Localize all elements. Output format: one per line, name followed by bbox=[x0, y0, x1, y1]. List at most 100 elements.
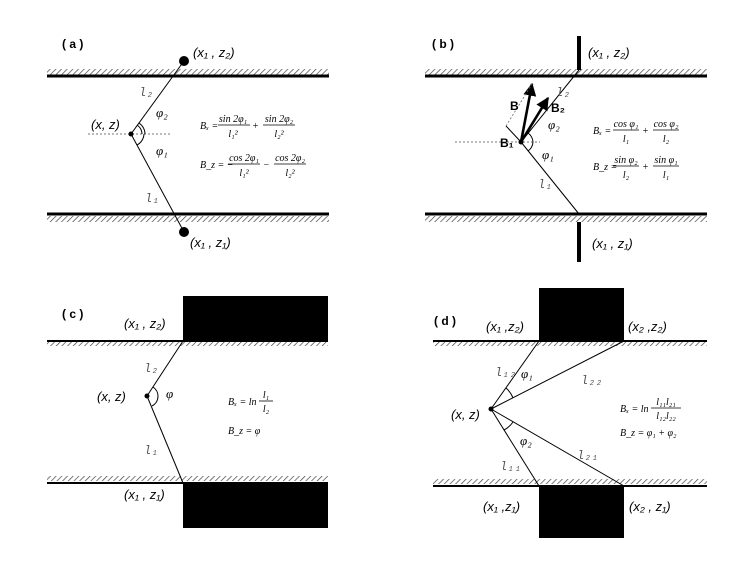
panel-a-eq1-num1: sin 2φ₁ bbox=[219, 114, 247, 125]
panel-b-eq2-op: + bbox=[642, 162, 649, 173]
panel-b-label-B: B bbox=[510, 99, 519, 113]
panel-c-label-top-point: (x₁ , z₂) bbox=[124, 316, 166, 331]
panel-b-eq1-den1: l₁ bbox=[623, 134, 629, 145]
panel-c-label-l1: l₁ bbox=[144, 444, 158, 458]
panel-d-eq1-num: l₁₁l₂₁ bbox=[656, 397, 675, 408]
panel-a-eq1-num2: sin 2φ₂ bbox=[265, 114, 294, 125]
panel-a-point-xz bbox=[128, 131, 134, 137]
panel-b-eq1-lhs: Bₓ = bbox=[593, 126, 611, 137]
panel-a-top-boundary-hatch bbox=[47, 69, 329, 75]
panel-b-parallelogram-dashed bbox=[505, 83, 533, 127]
panel-b-eq2-num2: sin φ₁ bbox=[654, 155, 677, 166]
panel-b-label: ( b ) bbox=[432, 37, 454, 51]
panel-a-label-phi2: φ₂ bbox=[156, 105, 168, 120]
panel-a-point-bottom bbox=[179, 227, 189, 237]
panel-d-label: ( d ) bbox=[434, 314, 456, 328]
panel-a-eq2-num2: cos 2φ₂ bbox=[275, 153, 305, 164]
panel-b-top-boundary-hatch bbox=[425, 69, 707, 75]
panel-b-line-l1 bbox=[520, 141, 580, 215]
panel-c-eq1-lhs: Bₓ = ln bbox=[228, 397, 256, 408]
panel-b-angle-arc-top bbox=[527, 132, 534, 143]
panel-c-block-top bbox=[183, 296, 328, 341]
panel-a-eq1-op: + bbox=[252, 121, 259, 132]
panel-b-eq2-den1: l₂ bbox=[623, 170, 630, 181]
panel-b-eq1-num1: cos φ₁ bbox=[614, 119, 639, 130]
panel-c-eq1-den: l₂ bbox=[263, 404, 270, 415]
panel-d-bottom-boundary-hatch bbox=[433, 479, 707, 484]
panel-a-line-l1 bbox=[130, 133, 185, 233]
panel-a-angle-arc-bottom bbox=[136, 133, 145, 146]
panel-d-block-bottom bbox=[539, 486, 624, 538]
panel-b-eq2-lhs: B_z = bbox=[593, 162, 617, 173]
panel-d-label-l12: l₁₂ bbox=[495, 366, 517, 380]
panel-d-line-l21 bbox=[490, 408, 625, 487]
panel-b-eq2-num1: sin φ₂ bbox=[614, 155, 638, 166]
panel-b-bottom-boundary-hatch bbox=[425, 216, 707, 222]
panel-a-angle-arc-top-inner bbox=[136, 124, 143, 135]
panel-b-line-l2 bbox=[520, 69, 580, 143]
panel-a-eq2-num1: cos 2φ₁ bbox=[229, 153, 259, 164]
panel-b-eq1-op: + bbox=[642, 126, 649, 137]
panel-a-point-top bbox=[179, 56, 189, 66]
panel-c-label-l2: l₂ bbox=[144, 362, 158, 376]
panel-b-label-phi2: φ₂ bbox=[548, 117, 560, 132]
panel-d: ( d ) (x₁ ,z₂) (x₂ ,z₂) (x, z) (x₁ ,z₁) … bbox=[433, 288, 707, 538]
panel-a-eq2-lhs: B_z = − bbox=[200, 160, 234, 171]
panel-b-eq1-den2: l₂ bbox=[663, 134, 670, 145]
panel-d-label-xz: (x, z) bbox=[451, 407, 480, 422]
panel-c-label-phi: φ bbox=[166, 386, 173, 401]
panel-d-eq1-lhs: Bₓ = ln bbox=[620, 404, 648, 415]
panel-b: ( b ) (x₁ , z₂) (x₁ , z₁) l₂ l₁ φ₂ φ₁ B … bbox=[425, 36, 707, 262]
panel-c-point-xz bbox=[144, 393, 150, 399]
panel-a-label-phi1: φ₁ bbox=[156, 143, 168, 158]
panel-b-label-B2: B₂ bbox=[551, 101, 565, 115]
panel-a-bottom-boundary-hatch bbox=[47, 216, 329, 222]
panel-d-label-phi1: φ₁ bbox=[521, 366, 533, 381]
panel-b-label-B1: B₁ bbox=[500, 136, 514, 150]
panel-b-vector-B2 bbox=[519, 96, 550, 143]
panel-c-eq1-num: l₁ bbox=[263, 390, 269, 401]
panel-c-line-l1 bbox=[146, 395, 184, 484]
panel-a-label-xz: (x, z) bbox=[91, 117, 120, 132]
panel-a-label-bottom-point: (x₁ , z₁) bbox=[190, 235, 231, 250]
panel-a-eq2-op: − bbox=[263, 160, 270, 171]
panel-c-eq2: B_z = φ bbox=[228, 426, 261, 437]
panel-d-line-l12 bbox=[490, 340, 540, 410]
panel-b-label-bottom-point: (x₁ , z₁) bbox=[592, 236, 633, 251]
panel-b-vector-B1 bbox=[505, 125, 522, 143]
panel-d-label-br-point: (x₂ , z₁) bbox=[629, 499, 671, 514]
panel-c-label-xz: (x, z) bbox=[97, 389, 126, 404]
panel-b-point-xz bbox=[518, 139, 524, 145]
panel-d-label-l11: l₁₁ bbox=[500, 460, 522, 474]
panel-a-eq2-den2: l₂² bbox=[285, 168, 295, 179]
panel-d-line-l11 bbox=[490, 408, 540, 487]
panel-b-eq1-num2: cos φ₂ bbox=[654, 119, 679, 130]
panel-a-eq1-lhs: Bₓ = bbox=[200, 121, 218, 132]
panel-a-label: ( a ) bbox=[62, 37, 83, 51]
panel-b-label-l1: l₁ bbox=[538, 178, 552, 192]
panel-c-line-l2 bbox=[146, 340, 184, 397]
panel-a-eq1-den1: l₁² bbox=[228, 129, 238, 140]
panel-c-angle-arc bbox=[151, 386, 159, 407]
panel-c-label-bottom-point: (x₁ , z₁) bbox=[124, 487, 165, 502]
panel-a: ( a ) (x₁ , z₂) (x, z) (x₁ , z₁) l₂ l₁ φ… bbox=[47, 37, 329, 250]
panel-b-angle-arc-bottom bbox=[527, 141, 534, 152]
panel-a-label-top-point: (x₁ , z₂) bbox=[193, 45, 235, 60]
panel-a-angle-arc-top-outer bbox=[138, 122, 146, 135]
panel-b-label-top-point: (x₁ , z₂) bbox=[588, 45, 630, 60]
panel-a-eq2-den1: l₁² bbox=[239, 168, 249, 179]
panel-d-angle-arc-top bbox=[505, 387, 514, 399]
panel-d-label-bl-point: (x₁ ,z₁) bbox=[483, 499, 520, 514]
panel-a-eq1-den2: l₂² bbox=[274, 129, 284, 140]
panel-d-label-tr-point: (x₂ ,z₂) bbox=[628, 319, 667, 334]
panel-b-vector-B bbox=[519, 82, 537, 143]
panel-d-point-xz bbox=[488, 406, 494, 412]
panel-d-angle-arc-bottom bbox=[503, 421, 514, 431]
panel-c-label: ( c ) bbox=[62, 307, 83, 321]
panel-d-label-phi2: φ₂ bbox=[520, 433, 532, 448]
panel-d-top-boundary-hatch bbox=[433, 341, 707, 346]
panel-a-label-l2: l₂ bbox=[139, 86, 153, 100]
panel-c: ( c ) (x₁ , z₂) (x, z) (x₁ , z₁) l₂ l₁ φ… bbox=[47, 296, 328, 528]
panel-d-eq1-den: l₁₂l₂₂ bbox=[656, 411, 676, 422]
